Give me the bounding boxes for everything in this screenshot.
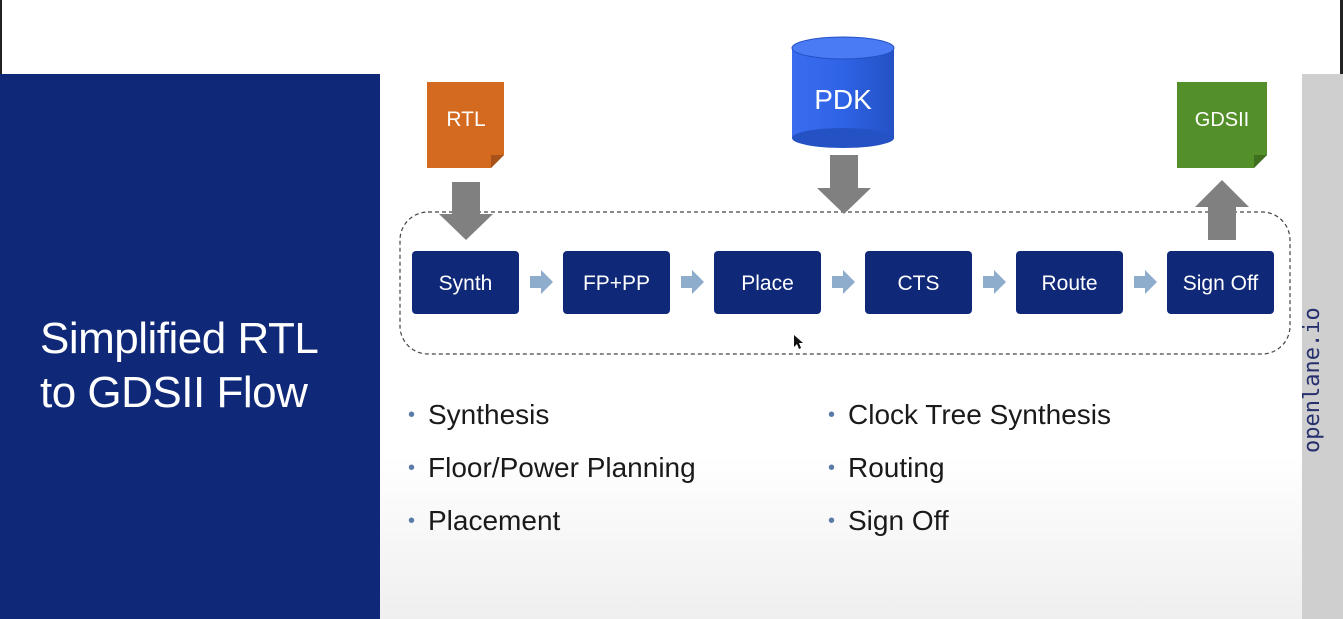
rtl-down-arrow bbox=[439, 182, 493, 240]
slide-title-line-2: to GDSII Flow bbox=[40, 368, 308, 417]
title-panel bbox=[0, 74, 380, 619]
stage-route-label: Route bbox=[1041, 272, 1097, 295]
bullet-text: Sign Off bbox=[848, 505, 949, 536]
frame-edge-right bbox=[1340, 0, 1343, 74]
stage-synth: Synth bbox=[412, 251, 519, 314]
flow-arrow-icon bbox=[1134, 270, 1157, 294]
frame-edge-left bbox=[0, 0, 2, 74]
list-item: • Placement bbox=[408, 501, 696, 554]
stage-cts-label: CTS bbox=[898, 272, 940, 295]
stage-sign-off: Sign Off bbox=[1167, 251, 1274, 314]
gdsii-up-arrow bbox=[1195, 180, 1249, 240]
bullet-text: Synthesis bbox=[428, 399, 550, 430]
stage-fp-pp-label: FP+PP bbox=[583, 272, 650, 295]
flow-arrow-icon bbox=[832, 270, 855, 294]
flow-arrow-icon bbox=[681, 270, 704, 294]
list-item: • Clock Tree Synthesis bbox=[828, 395, 1111, 448]
bullet-icon: • bbox=[408, 404, 416, 426]
brand-strip bbox=[1302, 74, 1343, 619]
pdk-down-arrow bbox=[817, 155, 871, 214]
bullet-list-left: • Synthesis • Floor/Power Planning • Placem… bbox=[408, 395, 696, 554]
bullet-icon: • bbox=[408, 457, 416, 479]
bullet-icon: • bbox=[828, 404, 836, 426]
slide-title: Simplified RTL to GDSII Flow bbox=[40, 312, 370, 420]
stage-place-label: Place bbox=[741, 272, 794, 295]
bullet-text: Routing bbox=[848, 452, 945, 483]
mouse-cursor-icon bbox=[794, 335, 803, 349]
list-item: • Sign Off bbox=[828, 501, 1111, 554]
bullet-text: Placement bbox=[428, 505, 561, 536]
stage-place: Place bbox=[714, 251, 821, 314]
bullet-text: Floor/Power Planning bbox=[428, 452, 696, 483]
pdk-label: PDK bbox=[814, 84, 872, 115]
list-item: • Floor/Power Planning bbox=[408, 448, 696, 501]
slide-title-line-1: Simplified RTL bbox=[40, 314, 319, 363]
bullet-icon: • bbox=[408, 510, 416, 532]
rtl-label: RTL bbox=[446, 108, 485, 131]
bullet-text: Clock Tree Synthesis bbox=[848, 399, 1111, 430]
stage-synth-label: Synth bbox=[439, 272, 493, 295]
stage-sign-off-label: Sign Off bbox=[1183, 272, 1259, 295]
flow-arrow-icon bbox=[530, 270, 553, 294]
bullet-icon: • bbox=[828, 457, 836, 479]
rtl-document-icon: RTL bbox=[427, 82, 504, 168]
bullet-list-right: • Clock Tree Synthesis • Routing • Sign Off bbox=[828, 395, 1111, 554]
bullet-icon: • bbox=[828, 510, 836, 532]
list-item: • Synthesis bbox=[408, 395, 696, 448]
stage-fp-pp: FP+PP bbox=[563, 251, 670, 314]
stage-route: Route bbox=[1016, 251, 1123, 314]
list-item: • Routing bbox=[828, 448, 1111, 501]
pdk-cylinder-icon: PDK bbox=[791, 36, 895, 148]
gdsii-label: GDSII bbox=[1195, 109, 1249, 131]
flow-arrow-icon bbox=[983, 270, 1006, 294]
gdsii-document-icon: GDSII bbox=[1177, 82, 1267, 168]
stage-cts: CTS bbox=[865, 251, 972, 314]
